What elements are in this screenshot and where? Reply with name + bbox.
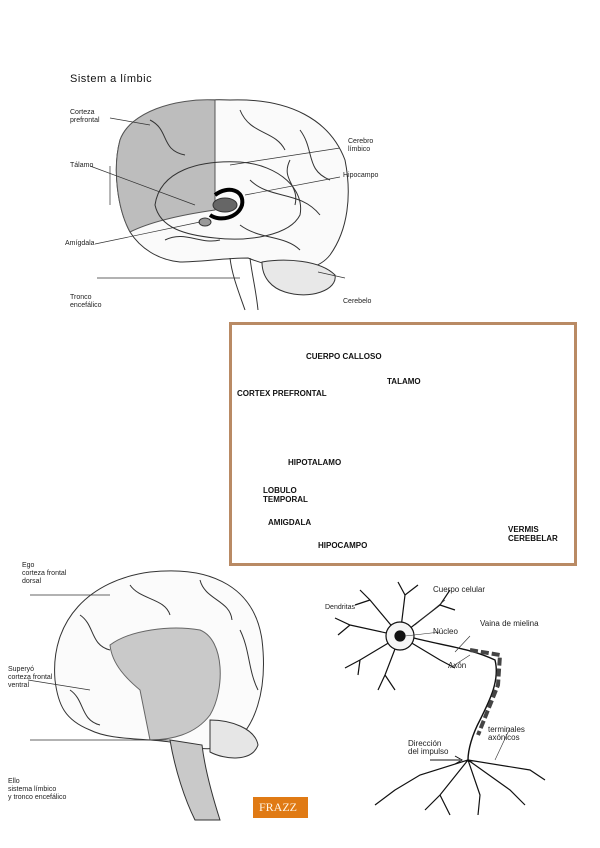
neuron-terminals [374,759,546,816]
neuron-label-dendritas: Dendritas [325,604,355,611]
limbic-brain-drawing [115,99,349,311]
limbic-label-cerebro-limbico: Cerebro límbico [348,138,374,153]
neuron-label-nucleo: Núcleo [433,627,458,636]
freud-limbic-shade [109,627,221,741]
color-label-vermis: VERMIS CEREBELAR [508,525,558,543]
color-label-talamo: TALAMO [387,377,421,386]
neuron-label-terminales: terminales axónicos [488,725,525,742]
limbic-label-talamo: Tálamo [70,162,94,169]
freud-label-ego: Ego corteza frontal dorsal [22,562,67,585]
neuron-myelin [469,648,503,736]
freud-label-superyo: Superyó corteza frontal ventral [8,666,53,689]
color-label-lobulo-temporal: LOBULO TEMPORAL [263,486,308,504]
freud-brainstem [169,739,221,821]
limbic-hippocampus-c [208,187,245,221]
limbic-amygdala [198,217,212,227]
freud-label-ello: Ello sistema límbico y tronco encefálico [8,778,67,801]
freud-gyri [69,579,259,726]
freud-leaders [27,594,170,741]
freud-cerebellum [209,719,259,759]
logo-text: FRAZZ [259,800,298,814]
color-label-amigdala: AMIGDALA [268,518,312,527]
neuron-nucleus [394,630,406,642]
color-label-hipotalamo: HIPOTALAMO [288,458,342,467]
color-label-hipocampo: HIPOCAMPO [318,541,368,550]
limbic-gyri [149,109,331,251]
limbic-label-prefrontal: Corteza prefrontal [70,109,100,124]
limbic-label-amigdala: Amígdala [65,240,95,247]
frazz-logo: FRAZZ [253,797,308,818]
limbic-title: Sistem a límbic [70,73,153,85]
neuron-drawing [334,581,546,816]
neuron-leaders [404,599,511,761]
neuron-label-direccion: Dirección del impulso [408,739,449,756]
freud-brain-drawing [54,570,264,821]
limbic-cerebellum [261,259,336,296]
limbic-label-tronco: Tronco encefálico [70,294,102,309]
color-label-cortex-prefrontal: CORTEX PREFRONTAL [237,389,327,398]
color-label-cuerpo-calloso: CUERPO CALLOSO [306,352,382,361]
neuron-label-axon: Axón [448,661,467,670]
limbic-leaders [89,117,346,279]
limbic-label-cerebelo: Cerebelo [343,298,372,305]
limbic-prefrontal-shade [115,99,216,233]
neuron-dendrites [334,581,456,691]
limbic-inner-region [154,161,302,240]
neuron-label-vaina: Vaina de mielina [480,619,539,628]
neuron-impulse-arrow [430,755,464,765]
limbic-thalamus [212,197,238,213]
neuron-axon [413,637,497,761]
color-brain-panel [229,322,577,566]
limbic-label-hipocampo: Hipocampo [343,172,379,179]
limbic-brainstem [229,257,259,311]
neuron-label-cuerpo-celular: Cuerpo celular [433,585,486,594]
